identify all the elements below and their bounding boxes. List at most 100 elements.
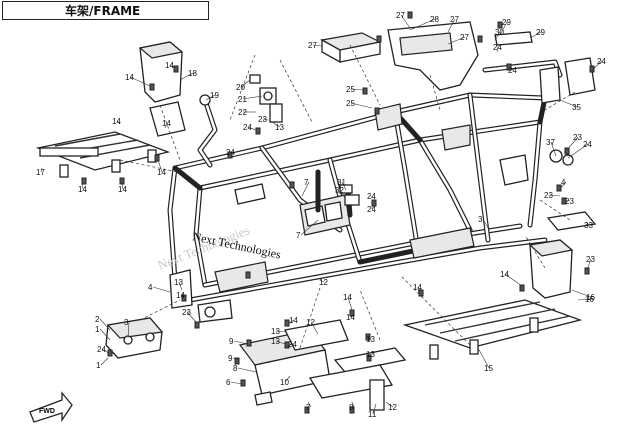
callout-leader	[230, 381, 243, 385]
callout-24: 24	[243, 123, 252, 132]
callout-leader	[284, 375, 291, 383]
callout-leader	[178, 281, 183, 291]
callout-25: 25	[346, 85, 355, 94]
callout-24: 24	[508, 66, 517, 75]
callout-leader	[157, 159, 163, 173]
callout-28: 28	[430, 15, 439, 24]
lower-mounts-10-13	[238, 319, 407, 411]
front-rack-17	[35, 131, 171, 178]
callout-18: 18	[188, 69, 197, 78]
callout-leader	[351, 401, 355, 408]
callout-leader	[100, 357, 109, 366]
callout-leader	[101, 348, 111, 355]
callout-14: 14	[289, 316, 298, 325]
callout-14: 14	[112, 117, 121, 126]
callout-32: 32	[335, 186, 344, 195]
callout-13: 13	[174, 278, 183, 287]
callout-14: 14	[125, 73, 134, 82]
callout-13: 13	[271, 337, 280, 346]
callout-14: 14	[162, 119, 171, 128]
callout-leader	[417, 286, 420, 296]
callout-leader	[400, 14, 411, 29]
callout-27: 27	[308, 41, 317, 50]
callout-31: 31	[337, 178, 346, 187]
callout-leader	[301, 181, 310, 197]
callout-leader	[262, 118, 269, 121]
callout-leader	[116, 120, 121, 125]
callout-7: 7	[296, 231, 301, 240]
callout-leader	[205, 94, 216, 101]
callout-35: 35	[572, 103, 581, 112]
callout-14: 14	[176, 291, 185, 300]
callout-leader	[350, 102, 373, 109]
callout-24: 24	[288, 340, 297, 349]
callout-leader	[232, 357, 239, 361]
callout-leader	[179, 72, 194, 81]
callout-22: 22	[238, 108, 247, 117]
callout-leader	[169, 64, 175, 69]
callout-13: 13	[271, 327, 280, 336]
callout-15: 15	[484, 364, 493, 373]
callout-24: 24	[367, 192, 376, 201]
callout-8: 8	[349, 403, 354, 412]
callout-leader	[548, 194, 561, 197]
callout-21: 21	[238, 95, 247, 104]
callout-7: 7	[304, 178, 309, 187]
callout-leader	[350, 315, 353, 318]
callout-24: 24	[367, 205, 376, 214]
callout-leader	[121, 181, 124, 190]
callout-leader	[372, 403, 377, 415]
callout-27: 27	[450, 15, 459, 24]
callout-leader	[81, 181, 84, 190]
callout-leader	[275, 330, 286, 333]
callout-leader	[529, 31, 542, 39]
callout-leader	[504, 273, 523, 287]
callout-leader	[286, 343, 294, 347]
callout-33: 33	[584, 221, 593, 230]
callout-14: 14	[343, 293, 352, 302]
top-plates-26-28	[320, 21, 479, 91]
callout-leader	[247, 126, 257, 131]
callout-14: 14	[413, 283, 422, 292]
front-mount-1-3	[105, 317, 164, 359]
callout-leader	[499, 21, 508, 36]
callout-leader	[409, 18, 436, 31]
callout-leader	[341, 181, 347, 191]
callout-14: 14	[118, 185, 127, 194]
right-parts-33-37	[546, 149, 597, 231]
callout-37: 37	[546, 138, 555, 147]
callout-1: 1	[96, 361, 101, 370]
callout-leader	[287, 319, 295, 325]
callout-20: 20	[236, 83, 245, 92]
callout-leader	[577, 298, 591, 301]
callout-14: 14	[165, 61, 174, 70]
callout-24: 24	[493, 43, 502, 52]
callout-leader	[571, 289, 592, 298]
callout-leader	[447, 36, 466, 45]
callout-27: 27	[396, 11, 405, 20]
callout-leader	[494, 31, 501, 41]
projection-lines	[119, 44, 576, 349]
callout-16: 16	[586, 293, 595, 302]
callout-leader	[558, 181, 567, 191]
callout-12: 12	[388, 403, 397, 412]
callout-leader	[550, 141, 557, 157]
callout-23: 23	[573, 133, 582, 142]
center-parts-31-32	[315, 169, 360, 218]
callout-leader	[367, 337, 372, 340]
callout-9: 9	[229, 337, 234, 346]
callout-leader	[99, 318, 111, 331]
callout-leader	[127, 321, 130, 339]
callout-leader	[559, 99, 578, 108]
callout-leader	[477, 347, 490, 369]
callout-leader	[164, 122, 168, 129]
callout-leader	[129, 76, 151, 87]
fwd-arrow-icon: FWD	[29, 391, 73, 423]
callout-13: 13	[366, 350, 375, 359]
callout-leader	[40, 167, 43, 173]
callout-24: 24	[583, 140, 592, 149]
callout-12: 12	[319, 278, 328, 287]
callout-leader	[275, 340, 286, 345]
